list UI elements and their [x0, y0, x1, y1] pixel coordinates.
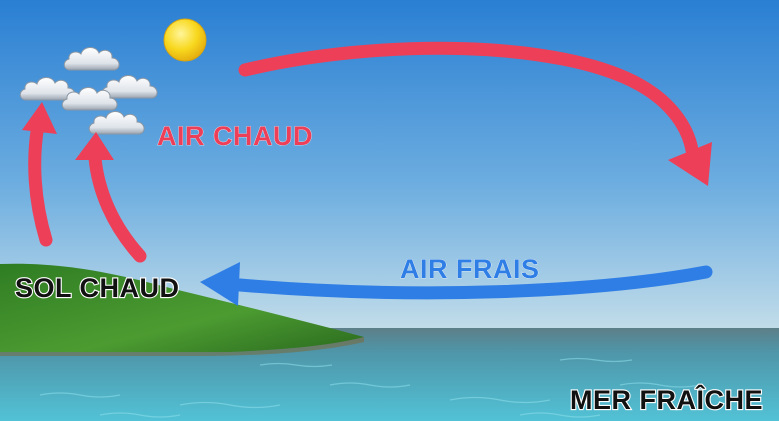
rising-warm-air-arrow-right [75, 132, 147, 263]
cool-sea-label: MER FRAÎCHE [570, 384, 763, 415]
rising-warm-air-arrow-left [22, 102, 57, 247]
sun-icon [163, 18, 207, 62]
warm-ground-hill [0, 263, 364, 352]
sea-ripples [39, 357, 701, 418]
cool-air-label: AIR FRAIS [400, 254, 540, 284]
warm-ground-label: SOL CHAUD [15, 273, 180, 303]
cool-air-flow-arrow [200, 262, 713, 306]
ground-shore [0, 337, 364, 356]
warm-air-label: AIR CHAUD [157, 121, 313, 151]
warm-air-flow-arrow [238, 41, 712, 186]
